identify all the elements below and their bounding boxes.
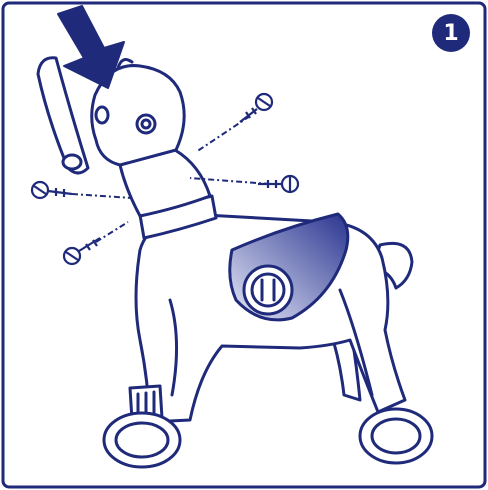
- saddle-emblem-inner: [252, 274, 284, 306]
- horse-nostril: [96, 107, 108, 123]
- front-wheel-hub: [116, 423, 168, 457]
- horse-eye-inner: [142, 120, 150, 128]
- rear-wheel-hub: [372, 419, 420, 453]
- step-number-badge: 1: [432, 14, 470, 52]
- handle-bolt: [63, 155, 81, 169]
